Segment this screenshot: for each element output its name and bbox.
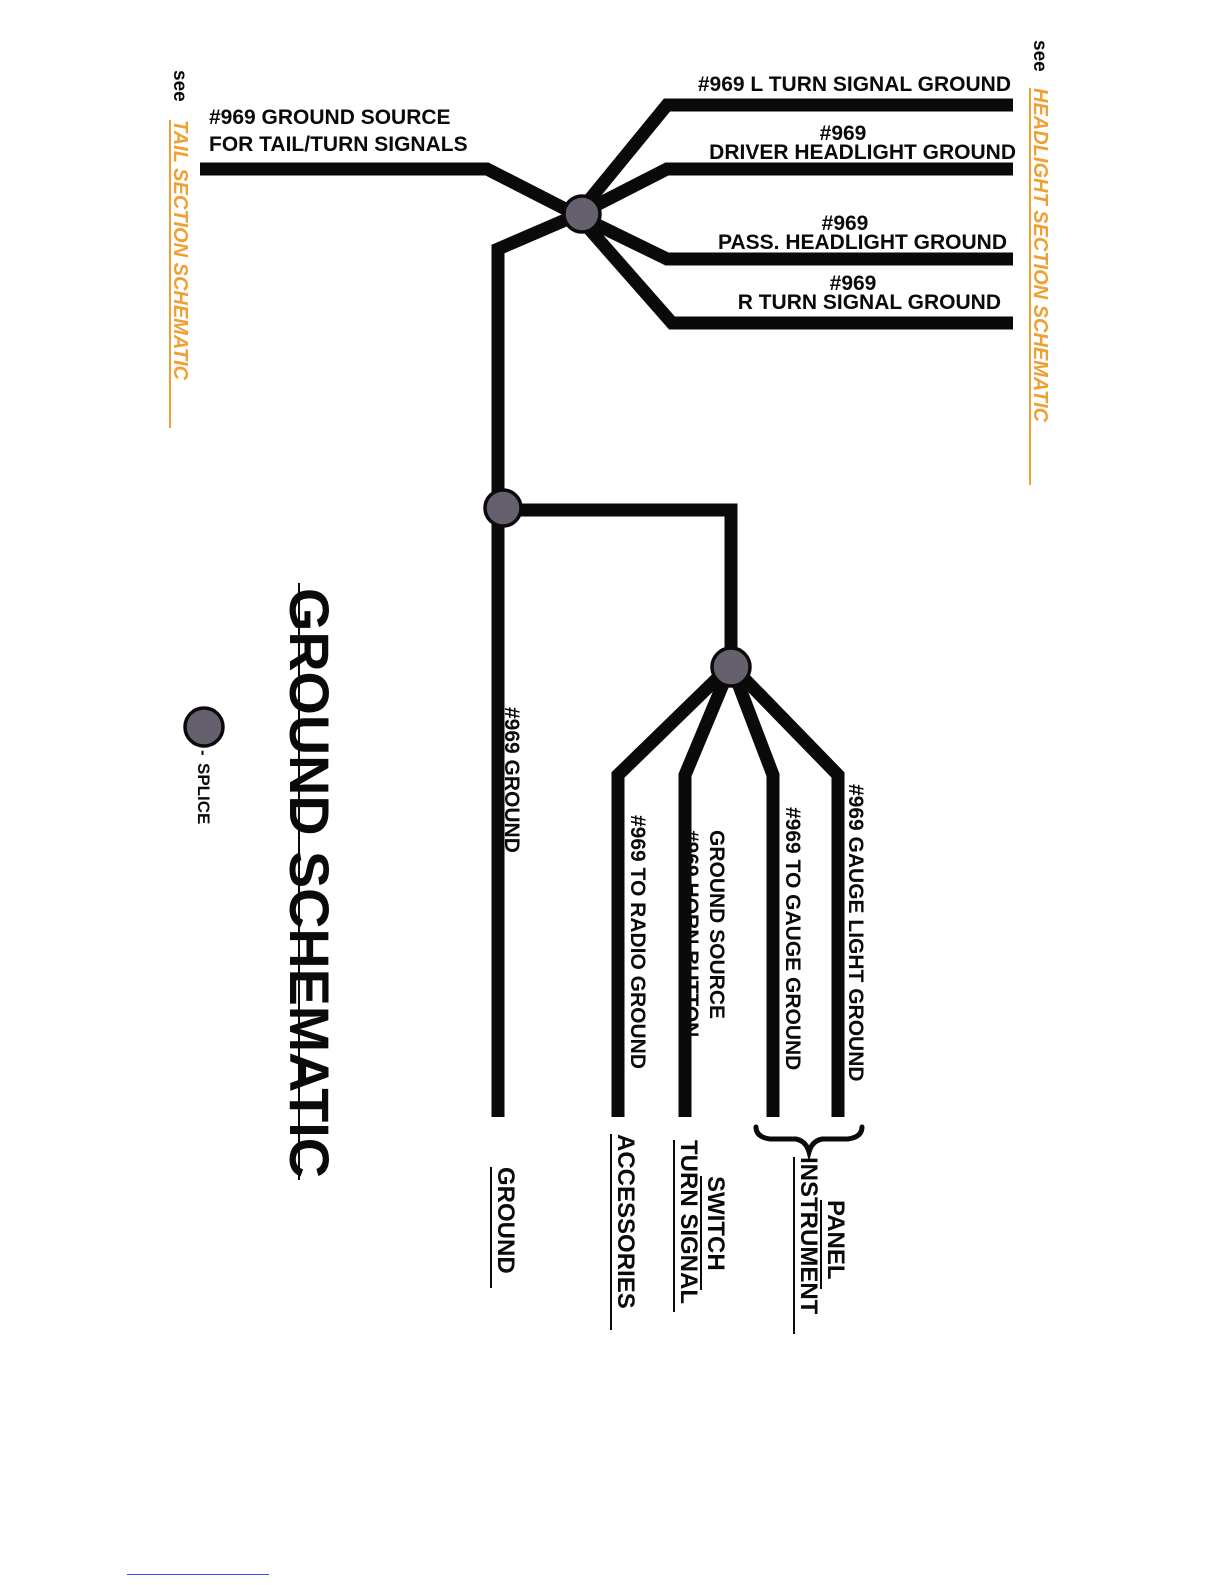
tail-link-see: see <box>169 70 190 102</box>
splice-top <box>562 194 602 234</box>
component-accessories-label: ACCESSORIES <box>612 1134 639 1309</box>
headlight-link-text[interactable]: HEADLIGHT SECTION SCHEMATIC <box>1029 88 1051 423</box>
wire-gauge <box>724 662 780 1117</box>
component-instrument-panel-label-2: PANEL <box>822 1200 849 1280</box>
label-horn-1: #969 HORN BUTTON <box>679 830 702 1037</box>
label-main-ground: #969 GROUND <box>500 707 523 853</box>
component-turn-signal-switch-label-2: SWITCH <box>702 1176 729 1271</box>
page-title-text: GROUND SCHEMATIC <box>278 588 341 1178</box>
component-instrument-panel: INSTRUMENT PANEL <box>793 1157 849 1334</box>
splice-dash <box>710 646 752 688</box>
wire-pass-headlight <box>574 209 1013 266</box>
component-turn-signal-switch-label-1: TURN SIGNAL <box>675 1140 702 1304</box>
instrument-panel-brace <box>753 1124 865 1162</box>
component-ground-label: GROUND <box>492 1167 519 1274</box>
label-r-turn-signal-1: #969 <box>830 272 877 295</box>
splice-middle <box>483 488 523 528</box>
tail-section-link[interactable]: see TAIL SECTION SCHEMATIC <box>169 70 191 428</box>
label-ground-source-1: #969 GROUND SOURCE <box>209 106 451 129</box>
label-l-turn-signal: #969 L TURN SIGNAL GROUND <box>698 73 1011 96</box>
legend: - SPLICE <box>183 706 225 824</box>
wire-gauge-light <box>726 660 845 1117</box>
wire-ground-source <box>200 162 580 221</box>
legend-splice-label: SPLICE <box>194 763 213 824</box>
tail-link-text[interactable]: TAIL SECTION SCHEMATIC <box>169 120 191 381</box>
component-instrument-panel-label-1: INSTRUMENT <box>795 1157 822 1315</box>
wire-trunk <box>491 209 580 1117</box>
label-driver-headlight-1: #969 <box>820 122 867 145</box>
wire-l-turn-signal <box>571 98 1013 220</box>
wires <box>200 98 1013 1117</box>
wire-branch-to-dash <box>498 503 738 665</box>
label-horn-2: GROUND SOURCE <box>705 830 728 1019</box>
label-radio: #969 TO RADIO GROUND <box>626 815 649 1069</box>
label-pass-headlight-1: #969 <box>822 212 869 235</box>
page-title: GROUND SCHEMATIC <box>278 583 341 1180</box>
legend-splice-icon <box>183 706 225 748</box>
component-turn-signal-switch: TURN SIGNAL SWITCH <box>673 1140 729 1312</box>
wire-r-turn-signal <box>572 210 1013 330</box>
label-ground-source-2: FOR TAIL/TURN SIGNALS <box>209 133 468 156</box>
component-accessories: ACCESSORIES <box>610 1134 639 1330</box>
legend-dash: - <box>194 750 213 756</box>
label-gauge: #969 TO GAUGE GROUND <box>781 807 804 1070</box>
component-ground: GROUND <box>490 1167 519 1288</box>
label-gauge-light: #969 GAUGE LIGHT GROUND <box>844 784 867 1082</box>
wire-driver-headlight <box>574 162 1013 221</box>
headlight-section-link[interactable]: see HEADLIGHT SECTION SCHEMATIC <box>1029 40 1051 485</box>
label-driver-headlight-2: DRIVER HEADLIGHT GROUND <box>709 141 1016 164</box>
headlight-link-see: see <box>1029 40 1050 72</box>
label-r-turn-signal-2: R TURN SIGNAL GROUND <box>738 291 1001 314</box>
wire-horn <box>678 662 737 1117</box>
footer-link-underline[interactable] <box>127 1574 269 1575</box>
label-pass-headlight-2: PASS. HEADLIGHT GROUND <box>718 231 1007 254</box>
wire-radio <box>611 660 736 1117</box>
